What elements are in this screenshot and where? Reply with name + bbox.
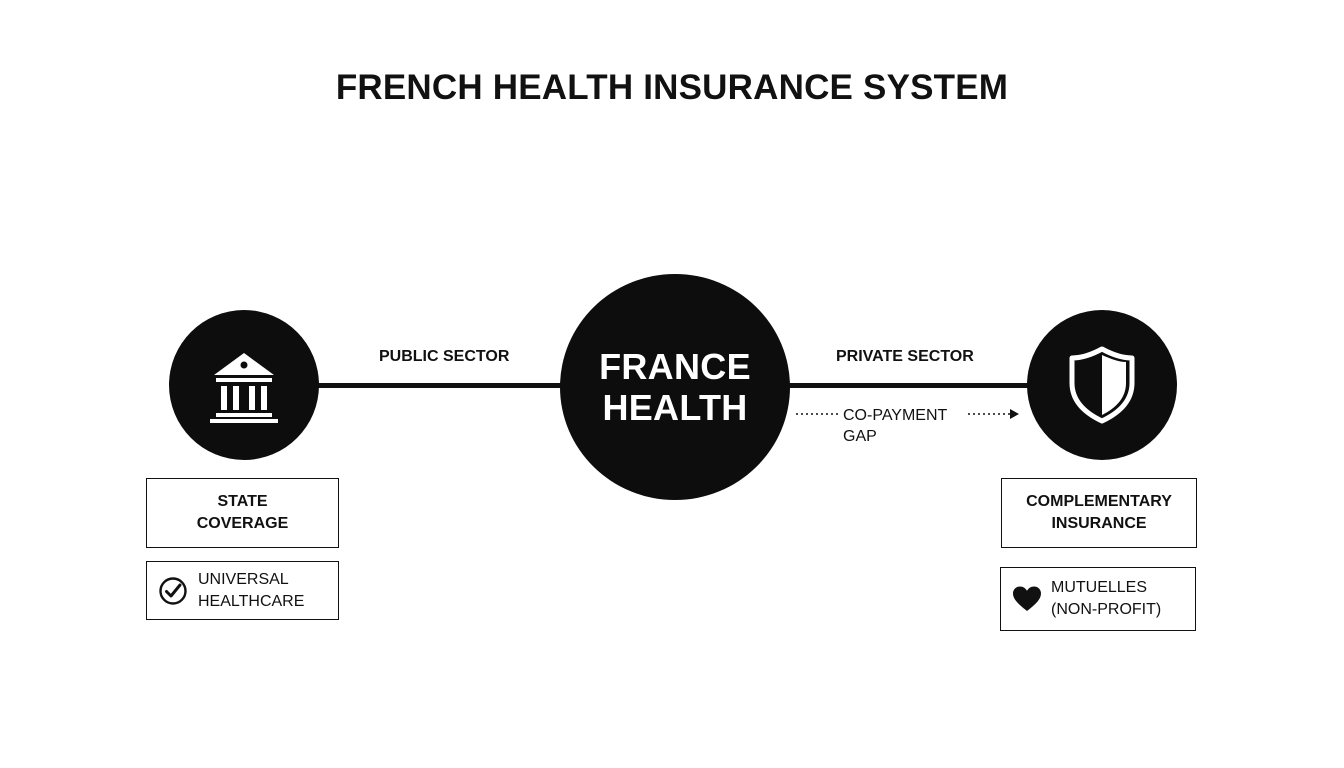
center-label-line2: HEALTH [602,387,748,428]
copayment-label-line1: CO-PAYMENT [843,407,948,424]
copayment-gap-annotation: CO-PAYMENT GAP [796,404,1026,446]
mutuelles-line1: MUTUELLES [1051,579,1148,596]
mutuelles-line2: (NON-PROFIT) [1051,601,1162,618]
diagram-title: FRENCH HEALTH INSURANCE SYSTEM [335,68,1009,107]
center-label-line1: FRANCE [599,346,751,387]
complementary-insurance-box: COMPLEMENTARY INSURANCE [1001,478,1197,548]
mutuelles-box: MUTUELLES (NON-PROFIT) [1000,567,1196,631]
private-sector-node [1027,310,1177,460]
public-sector-node [169,310,319,460]
dotted-arrow-icon [796,409,1019,419]
private-connector-line [770,383,1040,388]
private-sector-label: PRIVATE SECTOR [836,348,974,365]
heart-icon [1012,585,1042,613]
government-building-icon [210,353,278,423]
complementary-insurance-line2: INSURANCE [1051,515,1147,532]
state-coverage-line1: STATE [217,493,268,510]
check-circle-icon [158,576,188,606]
copayment-label-line2: GAP [843,428,877,445]
state-coverage-line2: COVERAGE [196,515,289,532]
public-connector-line [300,383,580,388]
shield-icon [1069,346,1135,424]
universal-healthcare-line2: HEALTHCARE [198,592,305,610]
public-sector-label: PUBLIC SECTOR [379,348,510,365]
state-coverage-box: STATE COVERAGE [146,478,339,548]
complementary-insurance-line1: COMPLEMENTARY [1026,493,1172,510]
universal-healthcare-line1: UNIVERSAL [198,570,289,588]
universal-healthcare-box: UNIVERSAL HEALTHCARE [146,561,339,620]
france-health-node: FRANCE HEALTH [560,274,790,500]
